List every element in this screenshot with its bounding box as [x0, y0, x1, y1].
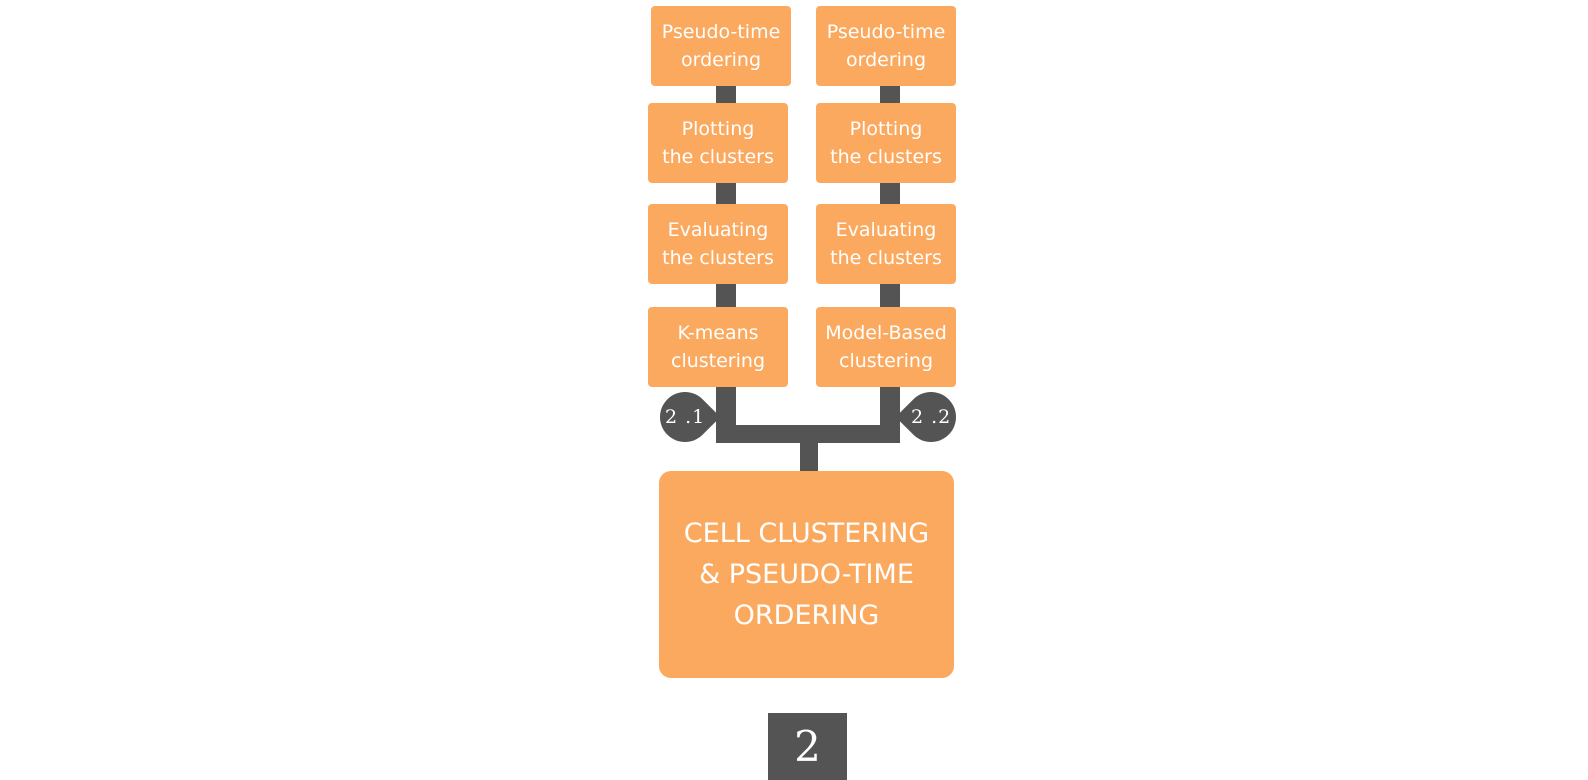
- branch-marker-2-1: 2 .1: [649, 381, 721, 453]
- right-step-label: Evaluating the clusters: [830, 219, 942, 269]
- left-step-evaluating-clusters: Evaluating the clusters: [648, 204, 788, 284]
- step-number-label: 2: [794, 722, 821, 771]
- right-step-evaluating-clusters: Evaluating the clusters: [816, 204, 956, 284]
- main-step-cell-clustering: CELL CLUSTERING & PSEUDO-TIME ORDERING: [659, 471, 954, 678]
- right-step-plotting-clusters: Plotting the clusters: [816, 103, 956, 183]
- right-step-label: Model-Based clustering: [825, 322, 947, 372]
- left-step-plotting-clusters: Plotting the clusters: [648, 103, 788, 183]
- right-step-label: Plotting the clusters: [830, 118, 942, 168]
- right-step-model-based-clustering: Model-Based clustering: [816, 307, 956, 387]
- left-step-pseudo-time-ordering: Pseudo-time ordering: [651, 6, 791, 86]
- right-step-label: Pseudo-time ordering: [826, 21, 946, 71]
- left-step-label: Evaluating the clusters: [662, 219, 774, 269]
- main-stem-connector: [800, 443, 818, 471]
- branch-marker-2-2: 2 .2: [895, 381, 967, 453]
- main-step-label: CELL CLUSTERING & PSEUDO-TIME ORDERING: [683, 518, 930, 631]
- step-number-badge: 2: [768, 713, 847, 780]
- left-step-k-means-clustering: K-means clustering: [648, 307, 788, 387]
- branch-marker-label: 2 .2: [910, 405, 952, 428]
- right-step-pseudo-time-ordering: Pseudo-time ordering: [816, 6, 956, 86]
- left-step-label: K-means clustering: [671, 322, 765, 372]
- branch-join-connector: [716, 425, 900, 443]
- left-step-label: Plotting the clusters: [662, 118, 774, 168]
- branch-marker-label: 2 .1: [664, 405, 706, 428]
- left-step-label: Pseudo-time ordering: [661, 21, 781, 71]
